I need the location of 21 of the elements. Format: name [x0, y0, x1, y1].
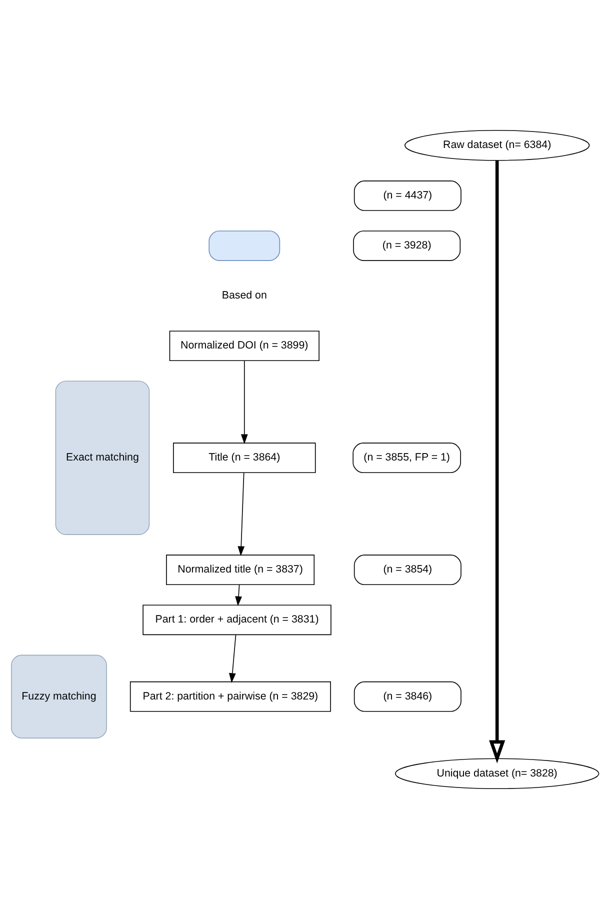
node-box: (n = 3855, FP = 1)	[352, 442, 461, 474]
node-ellipse: Unique dataset (n= 3828)	[394, 758, 600, 790]
node-box: Normalized title (n = 3837)	[166, 554, 315, 586]
node-ellipse: Raw dataset (n= 6384)	[404, 130, 590, 161]
node-box: Title (n = 3864)	[173, 442, 316, 474]
node-box: Normalized DOI (n = 3899)	[169, 330, 320, 362]
node-box: Part 2: partition + pairwise (n = 3829)	[130, 681, 331, 712]
arrow	[240, 360, 248, 444]
node-box: (n = 3846)	[354, 681, 462, 712]
arrow	[489, 160, 506, 764]
node-box: Part 1: order + adjacent (n = 3831)	[142, 604, 332, 636]
node-box	[208, 230, 280, 261]
node-box: (n = 3854)	[354, 554, 462, 586]
node-box: Fuzzy matching	[10, 654, 107, 738]
node-box: (n = 3928)	[353, 230, 461, 261]
arrow	[229, 634, 236, 683]
arrow	[235, 584, 242, 606]
arrow	[238, 472, 245, 556]
node-box: Exact matching	[55, 380, 150, 535]
node-box: (n = 4437)	[354, 180, 462, 211]
label: Based on	[222, 290, 267, 302]
